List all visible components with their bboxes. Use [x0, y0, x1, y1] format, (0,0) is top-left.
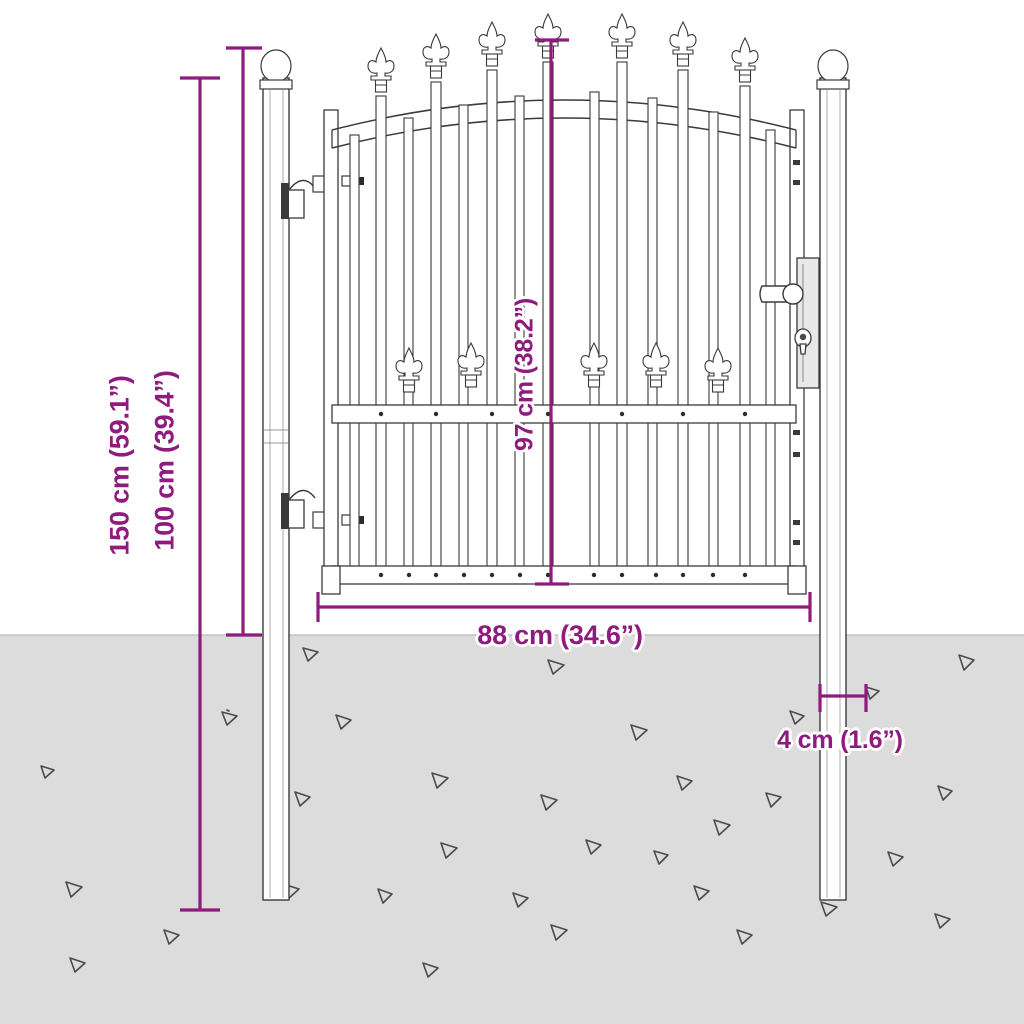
fleur-de-lis-finial [731, 37, 759, 83]
lever-handle [759, 283, 804, 305]
vertical-picket [422, 33, 450, 579]
fleur-de-lis-finial [395, 347, 423, 393]
vertical-picket [708, 111, 719, 579]
fleur-de-lis-finial [422, 33, 450, 79]
gate-panel [321, 13, 807, 595]
mid-horizontal-rail [331, 404, 797, 424]
bottom-horizontal-rail [331, 565, 797, 585]
right-ground-post [816, 49, 850, 901]
dimension-label-gate-height: 97 cm (38.2”) [510, 297, 539, 452]
fleur-de-lis-finial [367, 47, 395, 93]
dimension-150cm [180, 76, 220, 912]
dimension-lines [180, 38, 868, 912]
post-ball-cap [259, 49, 293, 90]
vertical-picket [669, 21, 697, 579]
soil-pebbles [40, 647, 975, 978]
dimension-4cm [818, 684, 868, 712]
vertical-picket [731, 37, 759, 579]
vertical-picket [367, 47, 395, 579]
keyhole-lock-plate [796, 257, 820, 389]
vertical-picket [608, 13, 636, 579]
fleur-de-lis-finial [580, 342, 608, 388]
dimension-label-gate-width: 88 cm (34.6”) [477, 620, 643, 650]
picket-group [349, 13, 776, 579]
dimension-97cm [535, 38, 569, 586]
gate-lock-assembly [759, 160, 820, 545]
vertical-picket [647, 97, 658, 579]
dimension-label-post-above-ground-height: 100 cm (39.4”) [149, 370, 180, 551]
ground-soil-region [0, 634, 1024, 1024]
fleur-de-lis-finial [478, 21, 506, 67]
gate-foot-left [321, 565, 341, 595]
rail-rivets [378, 411, 748, 417]
fleur-de-lis-finial [534, 13, 562, 59]
vertical-picket [589, 91, 600, 579]
gate-hinge [281, 175, 364, 219]
vertical-picket [349, 134, 360, 579]
rail-rivets [378, 572, 748, 578]
dimension-88cm [316, 592, 812, 622]
dimension-label-post-total-height: 150 cm (59.1”) [104, 375, 135, 556]
arched-top-rail [331, 99, 797, 131]
fleur-de-lis-finial [669, 21, 697, 67]
latch-pins [793, 160, 800, 545]
dimension-label-post-thickness: 4 cm (1.6”) [777, 726, 903, 754]
fleur-de-lis-finial [608, 13, 636, 59]
vertical-picket [458, 104, 469, 579]
vertical-picket [765, 129, 776, 579]
keyhole-icon [794, 328, 812, 355]
gate-left-stile [323, 109, 339, 583]
post-ball-cap [816, 49, 850, 90]
vertical-picket [478, 21, 506, 579]
left-ground-post [259, 49, 293, 901]
dimension-100cm [226, 46, 262, 637]
gate-foot-right [787, 565, 807, 595]
arched-top-rail-inner [331, 117, 797, 149]
fleur-de-lis-finial [642, 342, 670, 388]
